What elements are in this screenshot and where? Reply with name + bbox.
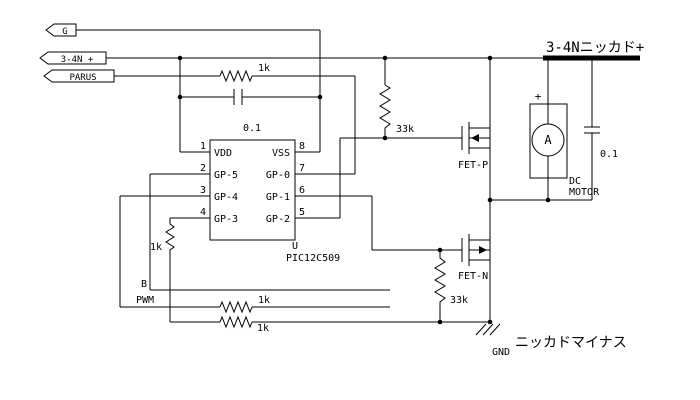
ic-body: [209, 139, 296, 241]
b-signal-label: B: [141, 279, 147, 290]
motor-label-line1: DC: [569, 176, 581, 187]
fet-p-label: FET-P: [458, 160, 488, 171]
pin-number-3: 3: [200, 185, 206, 196]
ground-symbol: [475, 323, 501, 336]
pulse-tag-label: PARUS: [69, 73, 96, 83]
fet-p-symbol: [461, 58, 491, 200]
pin-number-4: 4: [200, 207, 206, 218]
pin-number-8: 8: [299, 141, 305, 152]
resistor-pulse-series-label: 1k: [258, 63, 270, 74]
pin-name-gp3: GP-3: [214, 214, 238, 225]
pin-number-5: 5: [299, 207, 305, 218]
wire-pulse-net: [114, 69, 356, 175]
fet-n-symbol: [461, 200, 491, 322]
resistor-pulse-series: [219, 69, 253, 83]
dc-motor-symbol: [490, 58, 592, 201]
wire-gp3-net: [165, 217, 490, 329]
battery-tag-label: 3-4N +: [61, 55, 94, 65]
pin-name-gp0: GP-0: [266, 170, 290, 181]
pin-name-gp2: GP-2: [266, 214, 290, 225]
pwm-signal-label: PWM: [136, 295, 154, 306]
fet-n-arrow: [479, 246, 487, 254]
resistor-gate-n-pulldown: [434, 250, 446, 322]
resistor-bottom-series-label: 1k: [257, 323, 269, 334]
ic-part-number: PIC12C509: [286, 253, 340, 264]
positive-rail-label: 3-4Nニッカド+: [546, 40, 644, 56]
resistor-gate-p-pullup-label: 33k: [396, 124, 414, 135]
junction-dots: [177, 55, 595, 325]
pin-number-1: 1: [200, 141, 206, 152]
bypass-capacitor-label: 0.1: [243, 123, 261, 134]
pin-name-vdd: VDD: [214, 148, 232, 159]
bypass-capacitor: [180, 89, 320, 105]
motor-plus-label: +: [535, 90, 542, 103]
motor-label-line2: MOTOR: [569, 187, 600, 198]
wire-pwm-net: [119, 195, 390, 314]
wire-gate-n-net: [295, 195, 462, 322]
fet-n-label: FET-N: [458, 271, 488, 282]
resistor-gp3-series: [165, 218, 175, 252]
motor-capacitor: [584, 58, 600, 200]
connector-tag-pulse: PARUS: [43, 69, 115, 83]
pin-name-vss: VSS: [272, 148, 290, 159]
resistor-pwm-series: [219, 300, 253, 314]
pin-number-6: 6: [299, 185, 305, 196]
wire-ground-net: [76, 29, 321, 153]
resistor-gp3-series-label: 1k: [150, 242, 162, 253]
resistor-pwm-series-label: 1k: [258, 295, 270, 306]
resistor-bottom-series: [219, 315, 253, 329]
motor-meter-label: A: [544, 133, 552, 147]
pin-number-2: 2: [200, 163, 206, 174]
fet-p-arrow: [471, 134, 479, 142]
ground-tag-label: G: [62, 27, 67, 37]
gnd-label: GND: [492, 347, 510, 358]
resistor-gate-p-pullup: [379, 84, 391, 138]
resistor-gate-n-pulldown-label: 33k: [450, 295, 468, 306]
pin-number-7: 7: [299, 163, 305, 174]
pin-name-gp1: GP-1: [266, 192, 290, 203]
connector-tag-ground: G: [45, 23, 77, 37]
pin-name-gp4: GP-4: [214, 192, 238, 203]
motor-capacitor-label: 0.1: [600, 149, 618, 160]
wire-b-net: [149, 173, 390, 291]
wire-gate-p-net: [295, 58, 462, 219]
pin-name-gp5: GP-5: [214, 170, 238, 181]
ic-refdes: U: [292, 241, 298, 252]
connector-tag-battery: 3-4N +: [39, 51, 107, 65]
negative-rail-label: ニッカドマイナス: [515, 335, 627, 351]
